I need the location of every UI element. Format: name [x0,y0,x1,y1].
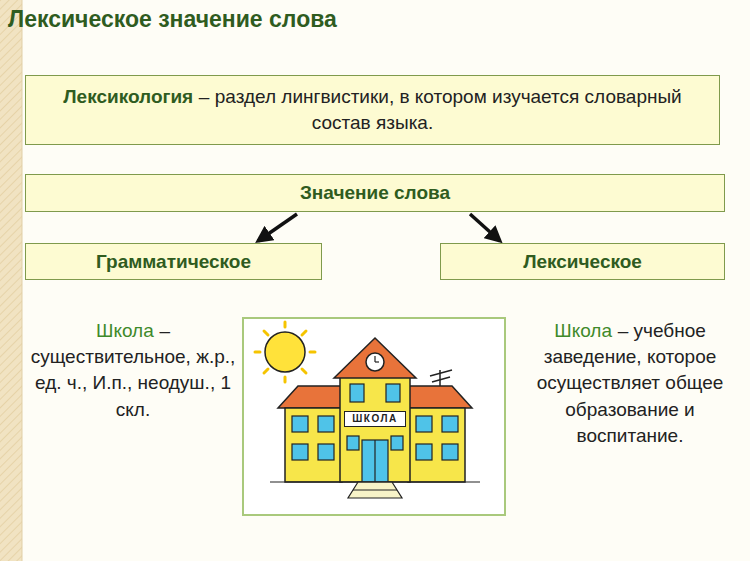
box-text: Значение слова [300,180,450,206]
box-body: – раздел лингвистики, в котором изучаетс… [199,86,682,133]
grammar-example: Школа– существительное, ж.р., ед. ч., И.… [26,318,240,423]
box-text: Лексикология – раздел лингвистики, в кото… [38,84,707,135]
title: Лексическое значение слова [8,6,337,33]
box-heading: Грамматическое [96,251,251,272]
school-sign: ШКОЛА [344,411,406,427]
example-word: Школа [554,320,612,341]
box-heading: Лексическое [523,251,642,272]
definition-box: Лексикология – раздел лингвистики, в кото… [25,75,720,145]
category-box: Лексическое [440,243,725,280]
example-word: Школа [96,320,154,341]
arrow-connector [258,214,297,241]
category-box: Грамматическое [25,243,322,280]
arrow-connector [470,214,500,241]
lexical-example: Школа– учебное заведение, которое осущес… [516,318,744,449]
box-text: Лексическое [523,249,642,275]
category-box: Значение слова [25,174,725,212]
box-heading: Значение слова [300,182,450,203]
box-text: Грамматическое [96,249,251,275]
box-heading: Лексикология [63,86,193,107]
